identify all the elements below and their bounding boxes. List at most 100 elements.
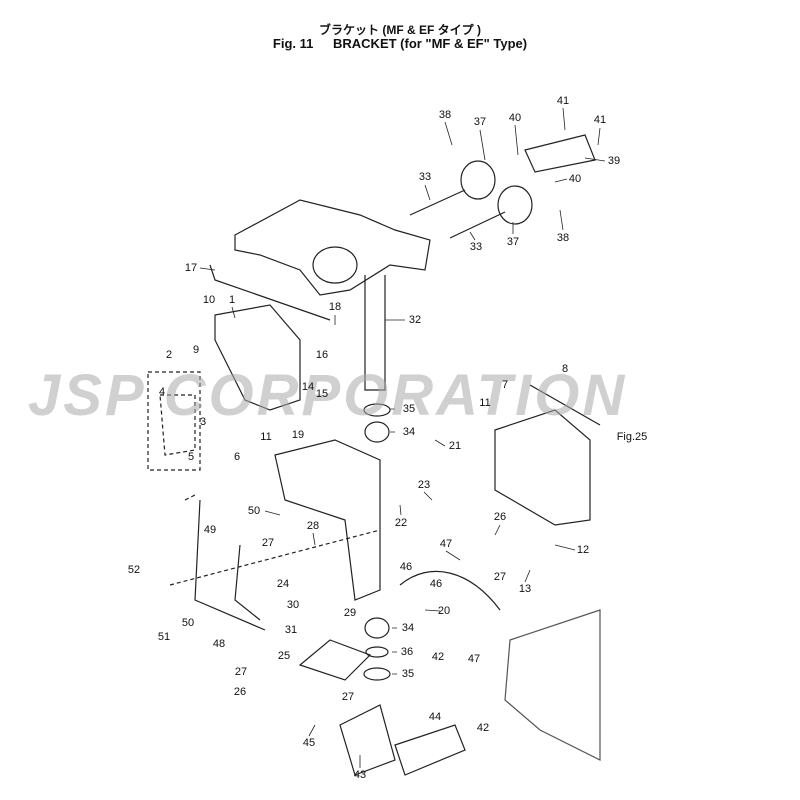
part-number-label: 17 [184,262,198,274]
watermark: JSP CORPORATION [28,363,628,428]
part-number-label: 34 [402,426,416,438]
part-number-label: 33 [418,171,432,183]
bushing-34-upper [364,421,390,443]
part-number-label: 28 [306,520,320,532]
part-number-label: 41 [593,114,607,126]
swivel-bracket-hub [312,246,358,284]
part-number-label: 50 [181,617,195,629]
stud-33-upper [409,189,466,216]
pad-44 [394,724,466,776]
part-number-label: 44 [428,711,442,723]
lower-unit-outline [504,609,601,761]
part-number-label: 37 [473,116,487,128]
part-number-label: 52 [127,564,141,576]
clamp-bracket-1 [214,304,301,411]
harness-46 [399,570,501,611]
part-number-label: 12 [576,544,590,556]
dashed-box-2 [147,371,201,471]
part-number-label: 34 [401,622,415,634]
part-number-label: 9 [192,344,200,356]
part-number-label: 8 [561,363,569,375]
clamp-bracket-7 [494,409,591,526]
part-number-label: 10 [202,294,216,306]
part-number-label: 27 [341,691,355,703]
washer-35-upper [363,403,391,417]
part-number-label: 20 [437,605,451,617]
part-number-label: 2 [165,349,173,361]
tilt-lever-48 [194,499,266,631]
part-number-label: 43 [353,769,367,781]
part-number-label: 35 [401,668,415,680]
stopper-25 [298,639,372,681]
title-english: Fig. 11 BRACKET (for "MF & EF" Type) [0,36,800,51]
part-number-label: 40 [568,173,582,185]
title-japanese: ブラケット (MF & EF タイプ ) [319,23,481,37]
part-number-label: 38 [556,232,570,244]
part-number-label: 47 [467,653,481,665]
part-number-label: 4 [158,386,166,398]
part-number-label: 22 [394,517,408,529]
swivel-bracket-arm [234,199,431,296]
part-number-label: 46 [429,578,443,590]
part-number-label: 26 [493,511,507,523]
part-number-label: 7 [501,379,509,391]
stud-33-lower [449,211,506,239]
part-number-label: 14 [301,381,315,393]
bolt-8 [529,384,601,426]
washer-35-lower [363,667,391,681]
figure-title: BRACKET (for "MF & EF" Type) [333,36,528,51]
part-number-label: 27 [234,666,248,678]
part-number-label: 18 [328,301,342,313]
part-number-label: 27 [261,537,275,549]
part-number-label: 40 [508,112,522,124]
part-number-label: 42 [476,722,490,734]
part-number-label: 47 [439,538,453,550]
leader-lines [199,107,606,768]
part-number-label: 48 [212,638,226,650]
part-number-label: 33 [469,241,483,253]
part-number-label: 51 [157,631,171,643]
part-number-label: 49 [203,524,217,536]
part-number-label: 30 [286,599,300,611]
figure-number: Fig. 11 [272,36,314,51]
part-number-label: 32 [408,314,422,326]
part-number-label: 25 [277,650,291,662]
part-number-label: 6 [233,451,241,463]
part-number-label: 45 [302,737,316,749]
part-number-label: 15 [315,388,329,400]
rod-17 [209,264,331,321]
part-number-label: 42 [431,651,445,663]
part-number-label: 1 [228,294,236,306]
part-number-label: 39 [607,155,621,167]
part-number-label: 11 [479,397,491,409]
part-number-label: 29 [343,607,357,619]
part-number-label: 35 [402,403,416,415]
part-number-label: 37 [506,236,520,248]
bushing-34-lower [364,617,390,639]
clamp-screw-2 [159,394,196,456]
part-number-label: 46 [399,561,413,573]
part-number-label: 50 [247,505,261,517]
part-number-label: 27 [493,571,507,583]
fig25-reference: Fig.25 [616,431,648,443]
part-number-label: 23 [417,479,431,491]
part-number-label: 5 [187,451,195,463]
part-number-label: 3 [199,416,207,428]
steering-shaft-32 [364,275,386,391]
part-number-label: 41 [556,95,570,107]
part-number-label: 11 [260,431,272,443]
part-number-label: 13 [518,583,532,595]
part-number-label: 21 [448,440,462,452]
mount-37-upper [460,160,496,200]
swivel-case-19 [274,439,381,601]
part-number-label: 19 [291,429,305,441]
part-number-label: 16 [315,349,329,361]
part-number-label: 24 [276,578,290,590]
bracket-43 [339,704,396,776]
dashed-link [169,494,381,586]
mount-37-lower [497,185,533,225]
part-number-label: 38 [438,109,452,121]
washer-36 [365,646,389,658]
